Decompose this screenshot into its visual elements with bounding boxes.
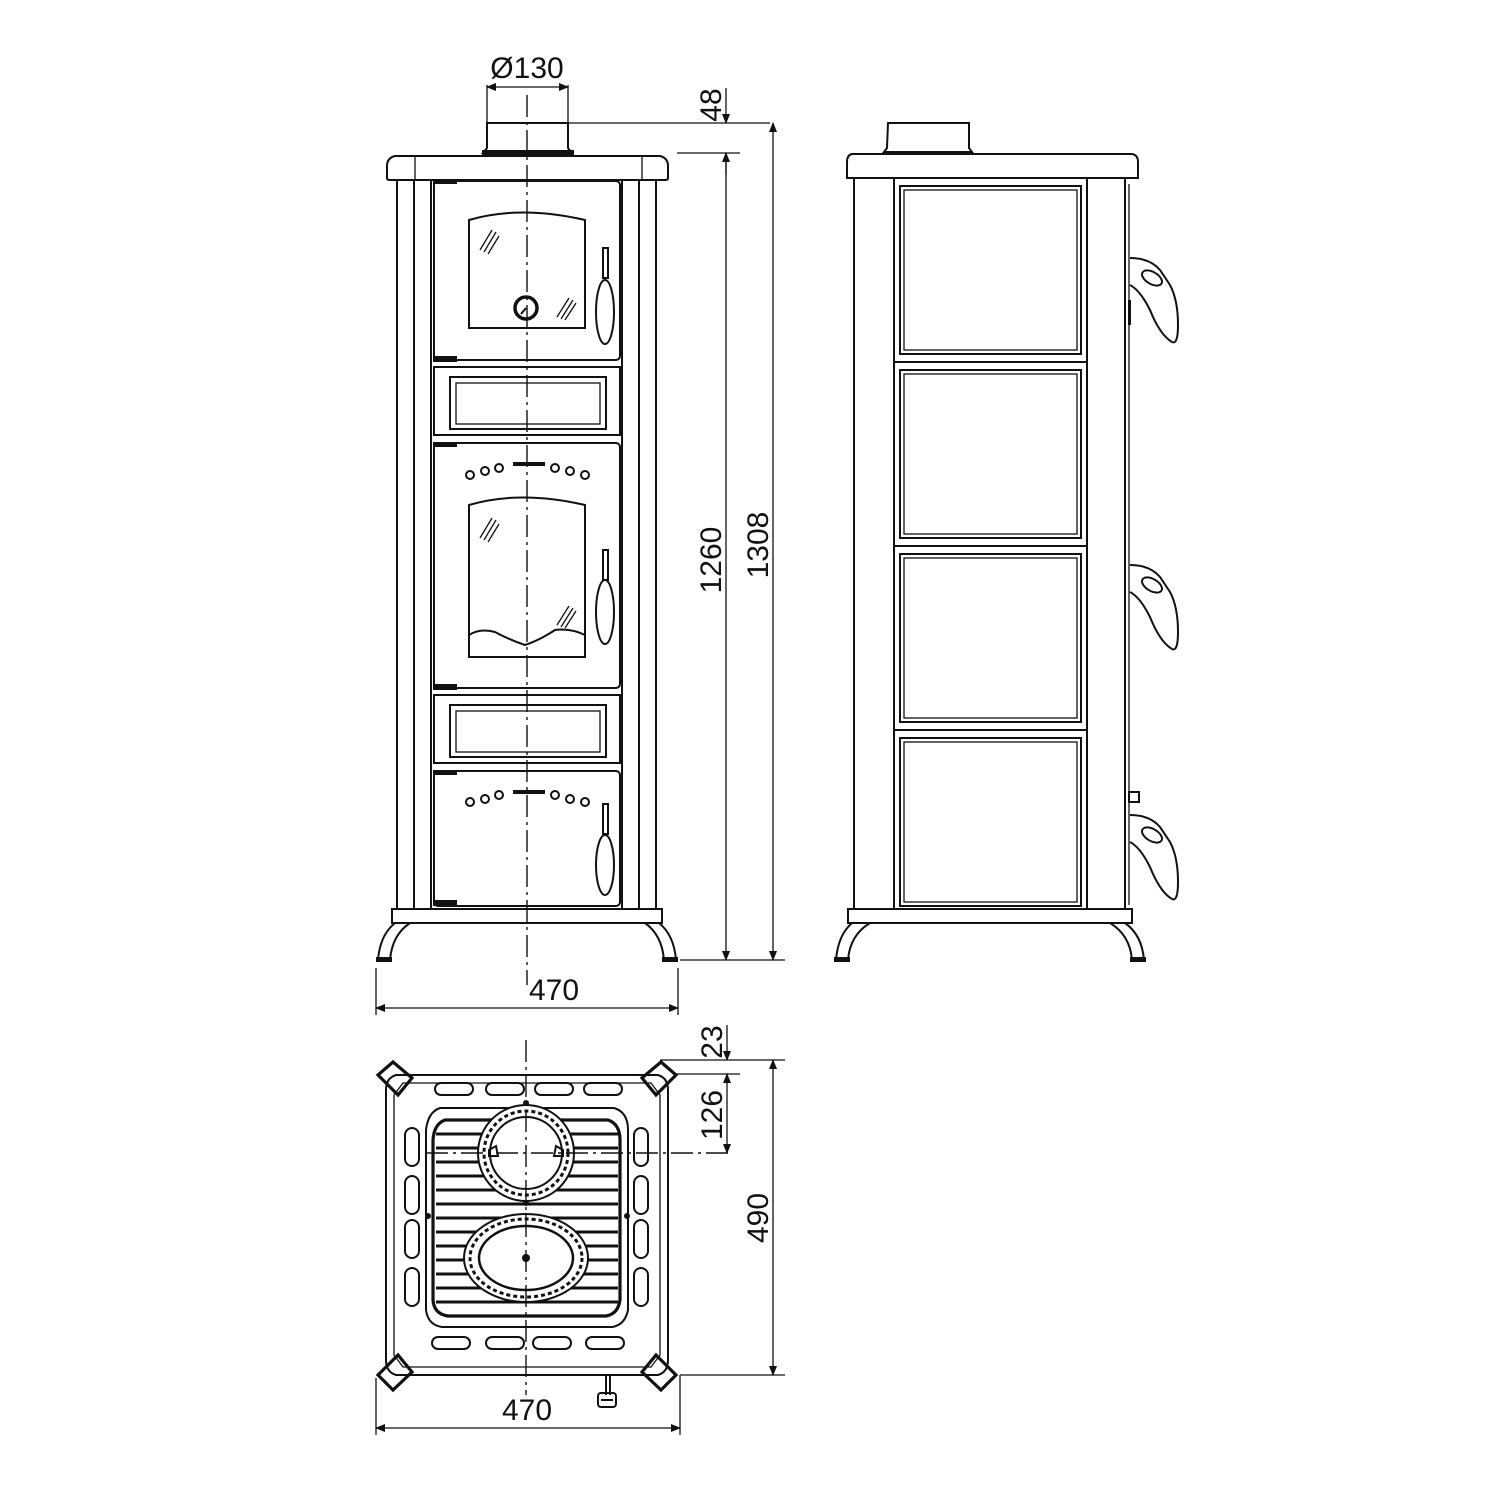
firebox-door bbox=[433, 442, 621, 690]
top-plate-side bbox=[846, 153, 1139, 179]
svg-text:1308: 1308 bbox=[742, 512, 775, 579]
side-panels bbox=[899, 185, 1082, 907]
dimension-flue-height: 48 bbox=[568, 88, 770, 175]
dimension-top-width: 470 bbox=[375, 1375, 681, 1435]
base-and-legs-side bbox=[834, 908, 1146, 962]
side-handle-icon bbox=[1128, 791, 1180, 901]
flue-collar bbox=[480, 122, 575, 155]
door-handle-icon bbox=[595, 549, 615, 645]
svg-text:Ø130: Ø130 bbox=[490, 52, 563, 85]
vent-slots-left bbox=[404, 1127, 420, 1307]
drawer-knob-icon bbox=[597, 1375, 617, 1408]
door-handle-icon bbox=[595, 247, 615, 345]
side-handle-icon bbox=[1129, 564, 1180, 651]
corner-legs bbox=[375, 1059, 679, 1393]
side-handle-icon bbox=[1128, 257, 1180, 344]
svg-text:48: 48 bbox=[695, 88, 728, 121]
flue-collar-side bbox=[882, 122, 974, 153]
dimension-top-offset: 23 bbox=[660, 1025, 740, 1075]
side-view bbox=[834, 122, 1180, 962]
svg-text:490: 490 bbox=[742, 1193, 775, 1243]
dimension-flue-diameter: Ø130 bbox=[486, 52, 569, 123]
vent-slots-right bbox=[633, 1127, 649, 1307]
vent-slots-top bbox=[434, 1082, 623, 1096]
thermometer-dial-icon bbox=[513, 295, 539, 321]
dimension-front-width: 470 bbox=[375, 968, 679, 1015]
front-view bbox=[376, 95, 678, 985]
door-handle-icon bbox=[595, 803, 615, 896]
air-vent-holes bbox=[465, 462, 590, 480]
svg-text:1260: 1260 bbox=[695, 527, 728, 594]
dimension-flue-offset: 126 bbox=[696, 1073, 731, 1154]
glass-hatch-icon bbox=[479, 229, 577, 321]
dimension-total-height: 1308 bbox=[740, 122, 785, 961]
glass-hatch-icon bbox=[479, 517, 577, 629]
svg-text:23: 23 bbox=[696, 1025, 729, 1058]
dimension-depth: 490 bbox=[680, 1059, 785, 1376]
svg-text:126: 126 bbox=[696, 1090, 729, 1140]
top-plate bbox=[386, 155, 669, 181]
svg-text:470: 470 bbox=[529, 974, 579, 1007]
vent-slots-bottom bbox=[431, 1336, 625, 1350]
side-columns bbox=[396, 180, 657, 910]
svg-text:470: 470 bbox=[502, 1394, 552, 1427]
dimension-body-height: 1260 bbox=[680, 153, 740, 961]
top-view bbox=[375, 1040, 730, 1408]
